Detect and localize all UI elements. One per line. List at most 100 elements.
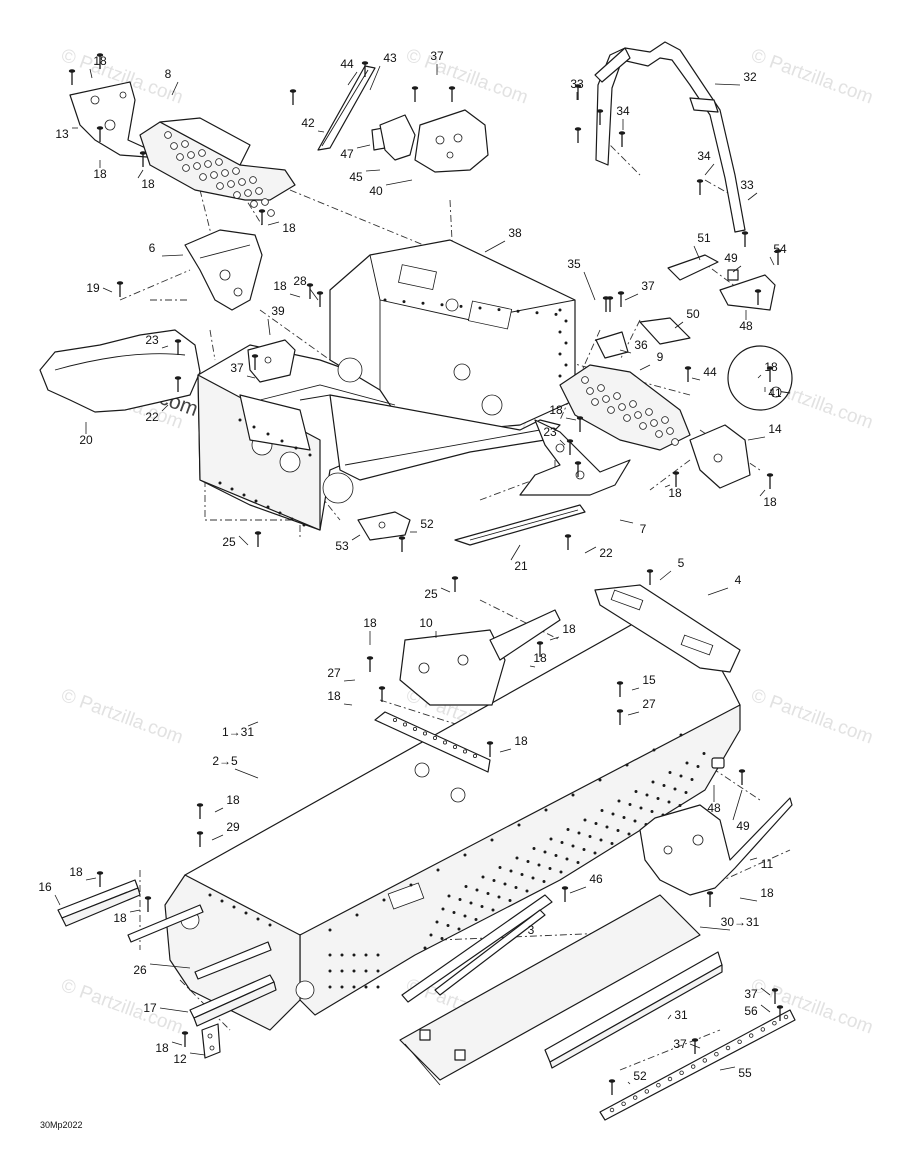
callout-label[interactable]: 27 <box>327 666 341 680</box>
callout-label[interactable]: 23 <box>145 333 159 347</box>
rivet-dot <box>571 793 575 797</box>
callout-label[interactable]: 10 <box>419 616 433 630</box>
callout-label[interactable]: 12 <box>173 1052 187 1066</box>
callout-label[interactable]: 21 <box>514 559 528 573</box>
callout-label[interactable]: 17 <box>143 1001 157 1015</box>
callout-label[interactable]: 18 <box>533 651 547 665</box>
callout-label[interactable]: 34 <box>697 149 711 163</box>
callout-label[interactable]: 18 <box>763 495 777 509</box>
callout-label[interactable]: 44 <box>703 365 717 379</box>
fastener-head <box>68 69 76 73</box>
callout-label[interactable]: 33 <box>570 77 584 91</box>
rivet-dot <box>696 765 700 768</box>
callout-leader <box>267 318 271 336</box>
callout-label[interactable]: 41 <box>768 386 782 400</box>
rivet-dot <box>447 894 451 898</box>
callout-label[interactable]: 3 <box>528 923 535 937</box>
callout-label[interactable]: 18 <box>514 734 528 748</box>
callout-label[interactable]: 34 <box>616 104 630 118</box>
callout-label[interactable]: 47 <box>340 147 354 161</box>
callout-label[interactable]: 30→31 <box>721 915 760 929</box>
callout-label[interactable]: 18 <box>155 1041 169 1055</box>
callout-label[interactable]: 37 <box>230 361 244 375</box>
callout-label[interactable]: 33 <box>740 178 754 192</box>
callout-label[interactable]: 26 <box>133 963 147 977</box>
rivet-dot <box>238 418 242 422</box>
callout-label[interactable]: 29 <box>226 820 240 834</box>
callout-label[interactable]: 40 <box>369 184 383 198</box>
callout-label[interactable]: 37 <box>430 49 444 63</box>
callout-label[interactable]: 6 <box>149 241 156 255</box>
callout-label[interactable]: 18 <box>69 865 83 879</box>
callout-label[interactable]: 4 <box>735 573 742 587</box>
drawing-code: 30Mp2022 <box>40 1120 83 1130</box>
callout-label[interactable]: 46 <box>589 872 603 886</box>
callout-label[interactable]: 36 <box>634 338 648 352</box>
callout-label[interactable]: 2→5 <box>212 754 238 768</box>
callout-label[interactable]: 14 <box>768 422 782 436</box>
callout-label[interactable]: 55 <box>738 1066 752 1080</box>
callout-label[interactable]: 48 <box>707 801 721 815</box>
callout-label[interactable]: 9 <box>657 350 664 364</box>
callout-label[interactable]: 28 <box>293 274 307 288</box>
callout-label[interactable]: 39 <box>271 304 285 318</box>
callout-label[interactable]: 56 <box>744 1004 758 1018</box>
perforation-hole <box>607 406 615 414</box>
callout-label[interactable]: 22 <box>599 546 613 560</box>
callout-label[interactable]: 52 <box>633 1069 647 1083</box>
callout-label[interactable]: 25 <box>222 535 236 549</box>
callout-label[interactable]: 16 <box>38 880 52 894</box>
callout-label[interactable]: 49 <box>736 819 750 833</box>
callout-label[interactable]: 48 <box>739 319 753 333</box>
callout-label[interactable]: 13 <box>55 127 69 141</box>
rivet-dot <box>254 499 258 503</box>
callout-label[interactable]: 18 <box>363 616 377 630</box>
callout-label[interactable]: 31 <box>674 1008 688 1022</box>
bracket-39 <box>247 339 296 383</box>
callout-label[interactable]: 23 <box>543 425 557 439</box>
callout-label[interactable]: 38 <box>508 226 522 240</box>
callout-label[interactable]: 18 <box>93 167 107 181</box>
callout-label[interactable]: 11 <box>761 857 774 871</box>
perforation-hole <box>609 1107 615 1113</box>
callout-label[interactable]: 53 <box>335 539 349 553</box>
callout-label[interactable]: 1→31 <box>222 725 254 739</box>
callout-label[interactable]: 15 <box>642 673 656 687</box>
callout-label[interactable]: 22 <box>145 410 159 424</box>
callout-label[interactable]: 44 <box>340 57 354 71</box>
callout-label[interactable]: 37 <box>673 1037 687 1051</box>
callout-label[interactable]: 18 <box>113 911 127 925</box>
callout-label[interactable]: 5 <box>678 556 685 570</box>
callout-label[interactable]: 18 <box>562 622 576 636</box>
callout-label[interactable]: 49 <box>724 251 738 265</box>
callout-label[interactable]: 35 <box>567 257 581 271</box>
rivet-dot <box>498 866 502 869</box>
callout-label[interactable]: 42 <box>301 116 315 130</box>
callout-label[interactable]: 18 <box>226 793 240 807</box>
callout-label[interactable]: 19 <box>86 281 100 295</box>
callout-label[interactable]: 18 <box>668 486 682 500</box>
callout-label[interactable]: 18 <box>141 177 155 191</box>
callout-label[interactable]: 43 <box>383 51 397 65</box>
callout-label[interactable]: 20 <box>79 433 93 447</box>
callout-label[interactable]: 18 <box>273 279 287 293</box>
callout-label[interactable]: 45 <box>349 170 363 184</box>
callout-label[interactable]: 50 <box>686 307 700 321</box>
callout-label[interactable]: 37 <box>744 987 758 1001</box>
callout-label[interactable]: 37 <box>641 279 655 293</box>
callout-label[interactable]: 18 <box>549 403 563 417</box>
callout-label[interactable]: 52 <box>420 517 434 531</box>
callout-label[interactable]: 54 <box>773 242 787 256</box>
callout-label[interactable]: 18 <box>760 886 774 900</box>
callout-label[interactable]: 18 <box>327 689 341 703</box>
callout-label[interactable]: 51 <box>697 231 711 245</box>
callout-label[interactable]: 8 <box>165 67 172 81</box>
rivet-dot <box>469 901 473 905</box>
loop-handle-32 <box>594 41 746 233</box>
callout-label[interactable]: 25 <box>424 587 438 601</box>
callout-label[interactable]: 18 <box>282 221 296 235</box>
callout-label[interactable]: 27 <box>642 697 656 711</box>
callout-label[interactable]: 32 <box>743 70 757 84</box>
callout-label[interactable]: 7 <box>640 522 647 536</box>
